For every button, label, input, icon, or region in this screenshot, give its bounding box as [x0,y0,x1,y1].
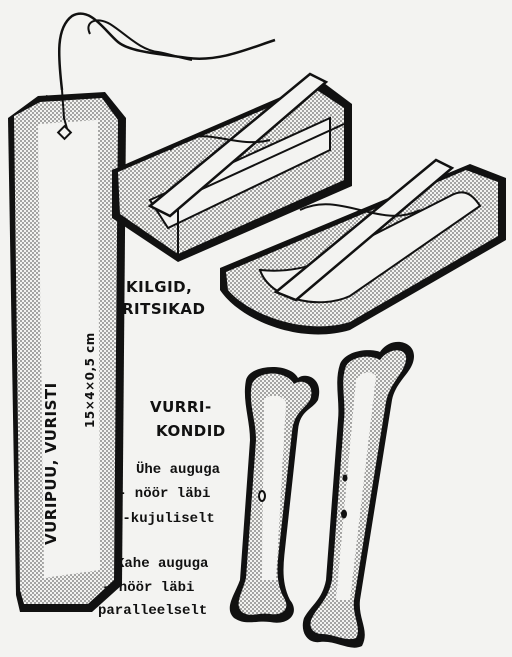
bone-hole-single [259,491,265,501]
label-yhe-kujuliselt: 8-kujuliselt [114,511,215,527]
label-ritsikad: RITSIKAD [122,300,205,318]
label-yhe-auguga: Ühe auguga [136,461,221,478]
vurrikont-bone-one-hole [230,367,319,623]
label-vurri: VURRI- [150,398,212,416]
label-kilgid: KILGID, [126,278,192,296]
bone-hole-bottom [341,510,347,519]
vuripuu-plank [8,90,126,612]
label-yhe-noor: - nöör läbi [118,486,210,502]
string-loop [59,14,275,90]
label-kondid: KONDID [156,422,226,440]
label-vuripuu-size: 15×4×0,5 cm [83,332,97,428]
vurrikont-bone-two-holes [303,342,414,648]
label-kahe-noor: - nöör läbi [102,580,194,596]
label-kahe-auguga: Kahe auguga [116,556,209,572]
label-kahe-paralleelselt: paralleelselt [98,603,207,619]
bone-hole-top [343,475,348,482]
label-vuripuu-name: VURIPUU, VURISTI [42,382,60,545]
